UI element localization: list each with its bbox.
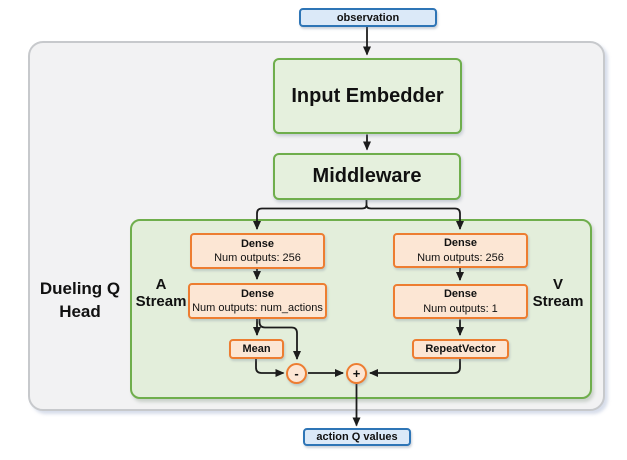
arrow-middleware-to-v-dense — [365, 204, 464, 230]
v-dense2-title: Dense — [443, 288, 478, 301]
arrow-mean-to-minus — [255, 359, 285, 377]
arrow-repeatvector-to-plus — [369, 359, 461, 377]
mean-label: Mean — [242, 342, 271, 355]
v-stream-dense2-node: Dense Num outputs: 1 — [393, 284, 528, 319]
arrow-a-dense2-to-minus — [258, 319, 301, 360]
a-stream-dense2-node: Dense Num outputs: num_actions — [188, 283, 327, 319]
middleware-node: Middleware — [273, 153, 461, 200]
observation-label: observation — [336, 11, 400, 24]
v-stream-dense1-node: Dense Num outputs: 256 — [393, 233, 528, 268]
input-embedder-label: Input Embedder — [291, 84, 444, 107]
arrow-middleware-to-a-dense — [253, 204, 368, 230]
observation-node: observation — [299, 8, 437, 27]
a-dense1-title: Dense — [240, 237, 275, 250]
mean-node: Mean — [229, 339, 284, 359]
v-dense1-subtitle: Num outputs: 256 — [417, 251, 504, 264]
input-embedder-node: Input Embedder — [273, 58, 462, 134]
plus-operator-node: + — [346, 362, 367, 384]
plus-label: + — [352, 365, 361, 381]
v-stream-label: V Stream — [532, 276, 584, 311]
dueling-q-head-label: Dueling Q Head — [39, 279, 121, 321]
a-dense1-subtitle: Num outputs: 256 — [214, 252, 301, 264]
a-stream-dense1-node: Dense Num outputs: 256 — [190, 233, 325, 269]
a-stream-label: A Stream — [135, 276, 187, 311]
repeat-vector-label: RepeatVector — [425, 342, 496, 355]
v-dense2-subtitle: Num outputs: 1 — [423, 302, 498, 315]
minus-label: - — [294, 365, 299, 381]
repeat-vector-node: RepeatVector — [412, 339, 509, 359]
v-dense1-title: Dense — [443, 237, 478, 250]
action-q-values-label: action Q values — [316, 431, 398, 443]
a-dense2-subtitle: Num outputs: num_actions — [192, 302, 323, 314]
action-q-values-node: action Q values — [303, 428, 411, 446]
a-dense2-title: Dense — [240, 287, 275, 300]
middleware-label: Middleware — [312, 165, 422, 187]
minus-operator-node: - — [286, 362, 307, 384]
